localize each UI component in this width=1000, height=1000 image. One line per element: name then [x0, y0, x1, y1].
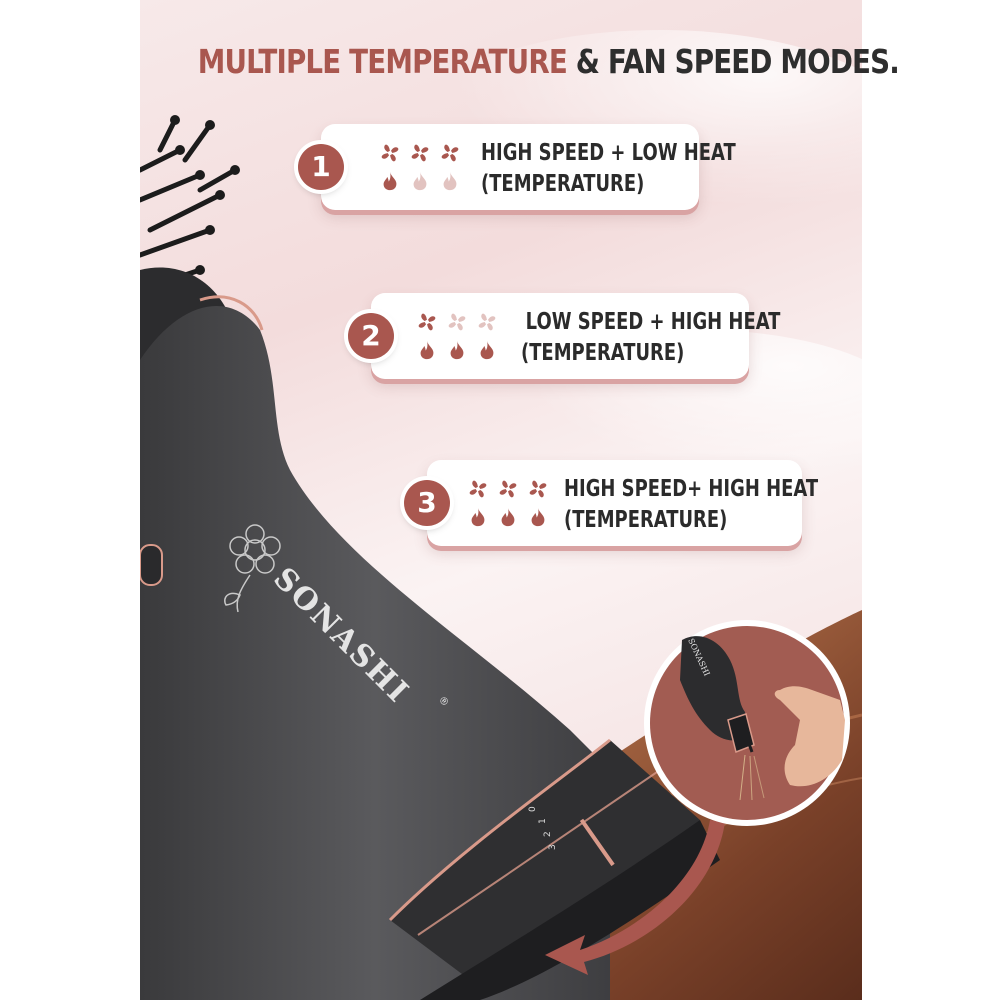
mode-card-1: 1 HIGH SPEED + LOW HEAT (TEMPERATURE) — [298, 124, 736, 210]
mode-card-2: 2 LOW SPEED + HIGH HEAT (TEMPERATURE) — [348, 293, 780, 379]
flame-icon — [480, 340, 494, 360]
dial-label: 2 — [543, 831, 553, 837]
flame-icon — [531, 507, 545, 527]
mode-number-badge: 3 — [404, 480, 450, 526]
fan-icon — [469, 480, 487, 498]
mode-line2: (TEMPERATURE) — [481, 171, 645, 197]
mode-line1: HIGH SPEED + LOW HEAT — [481, 140, 736, 166]
flame-icon — [450, 340, 464, 360]
rotate-arrow-icon — [545, 820, 725, 975]
heat-row — [467, 506, 553, 530]
bristle-tips — [170, 115, 240, 315]
dial-label: 1 — [538, 818, 548, 824]
fan-row — [467, 478, 553, 502]
side-button — [140, 544, 163, 586]
heat-row — [416, 339, 502, 363]
dial-marker — [579, 818, 615, 867]
neck-ring — [199, 295, 264, 331]
dial-base — [420, 820, 720, 1000]
mode-icons — [379, 142, 465, 198]
mode-icons — [467, 478, 553, 534]
dial-labels: 0 1 2 3 — [528, 806, 558, 850]
dial-label: 3 — [548, 844, 558, 850]
device-body — [140, 306, 610, 1000]
fan-row — [416, 311, 502, 335]
flame-icon — [420, 340, 434, 360]
fan-icon — [499, 480, 517, 498]
mode-number-badge: 2 — [348, 313, 394, 359]
flame-icon — [443, 171, 457, 191]
fan-icon — [529, 480, 547, 498]
dial-ring — [388, 738, 611, 922]
finger-hand — [774, 686, 845, 787]
fan-icon — [418, 313, 436, 331]
page-title: MULTIPLE TEMPERATURE & FAN SPEED MODES. — [197, 42, 900, 81]
heat-row — [379, 170, 465, 194]
fan-icon — [441, 144, 459, 162]
fan-icon — [448, 313, 466, 331]
dial-label: 0 — [528, 806, 538, 812]
mode-description: HIGH SPEED+ HIGH HEAT (TEMPERATURE) — [564, 474, 818, 536]
flame-icon — [383, 171, 397, 191]
mode-line2: (TEMPERATURE) — [564, 507, 728, 533]
flame-icon — [413, 171, 427, 191]
mode-line2: (TEMPERATURE) — [521, 340, 685, 366]
fan-icon — [411, 144, 429, 162]
mode-number-badge: 1 — [298, 144, 344, 190]
flame-icon — [471, 507, 485, 527]
fan-icon — [381, 144, 399, 162]
title-highlight: MULTIPLE TEMPERATURE — [197, 42, 568, 81]
mode-line1: LOW SPEED + HIGH HEAT — [525, 309, 781, 335]
inset-demo: SONASHI — [644, 620, 850, 826]
title-rest: & FAN SPEED MODES. — [575, 42, 900, 81]
mode-description: HIGH SPEED + LOW HEAT (TEMPERATURE) — [481, 138, 736, 200]
mode-card-3: 3 HIGH SPEED+ HIGH HEAT (TEMPERATURE) — [404, 460, 818, 546]
dial-collar — [390, 740, 700, 980]
fan-row — [379, 142, 465, 166]
fan-icon — [478, 313, 496, 331]
flower-logo-icon — [224, 524, 281, 613]
mode-line1: HIGH SPEED+ HIGH HEAT — [564, 476, 819, 502]
mode-icons — [416, 311, 502, 367]
flame-icon — [501, 507, 515, 527]
mode-description: LOW SPEED + HIGH HEAT (TEMPERATURE) — [521, 307, 780, 369]
